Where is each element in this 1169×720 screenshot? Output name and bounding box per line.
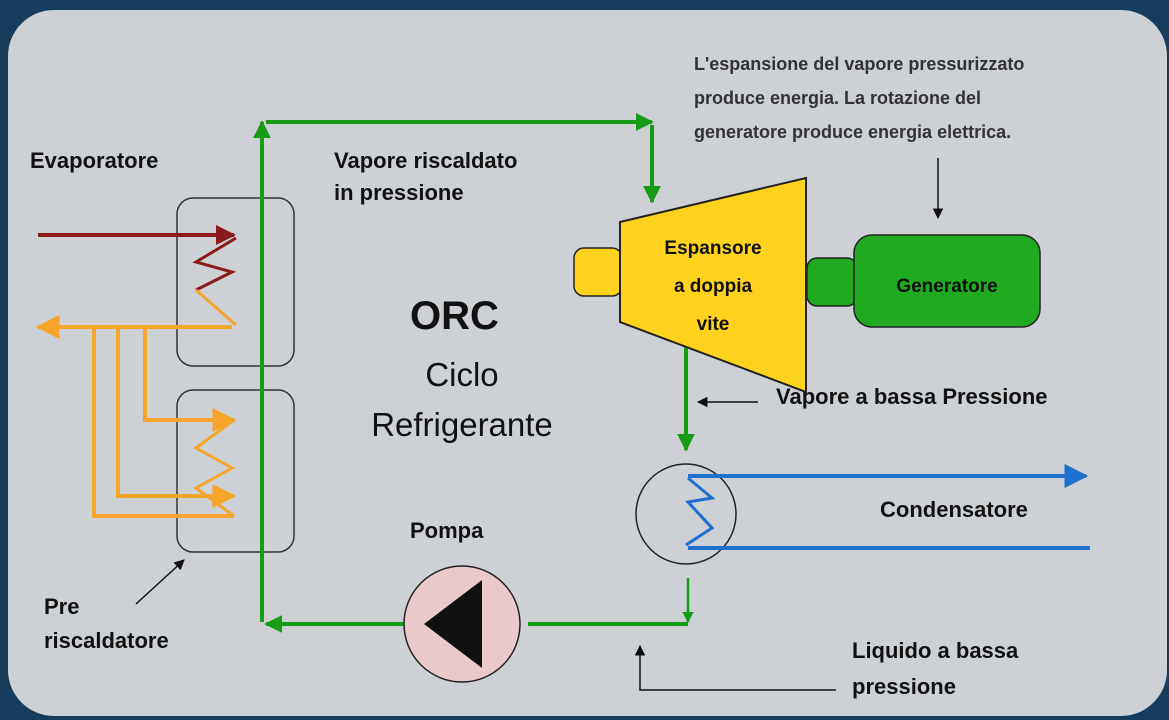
- generator-coupling: [806, 257, 858, 307]
- evaporator-box: [176, 197, 295, 367]
- evaporator-coil-hot: [192, 236, 237, 292]
- generator-body: [853, 234, 1041, 328]
- note-line-1: L'espansione del vapore pressurizzato: [694, 54, 1025, 74]
- preheater-coil: [193, 418, 236, 518]
- expander-label-3: vite: [697, 314, 730, 335]
- generator-label: Generatore: [896, 276, 997, 297]
- evaporator-label: Evaporatore: [30, 148, 159, 173]
- low-pressure-liquid-pointer: [634, 644, 836, 691]
- expander-label-1: Espansore: [664, 238, 761, 259]
- evaporator-coil-return: [195, 288, 237, 327]
- expander-shaft-left: [573, 247, 623, 297]
- preheater-label-1: Pre: [44, 594, 80, 619]
- cycle-label-2: Refrigerante: [371, 406, 553, 443]
- note-line-2: produce energia. La rotazione del: [694, 88, 982, 108]
- note-line-3: generatore produce energia elettrica.: [694, 122, 1012, 142]
- condenser-label: Condensatore: [880, 497, 1028, 522]
- pump-label: Pompa: [410, 518, 484, 543]
- preheater-label-2: riscaldatore: [44, 628, 169, 653]
- expander-label-2: a doppia: [674, 276, 753, 297]
- low-pressure-liquid-label-2: pressione: [852, 674, 956, 699]
- low-pressure-vapor-label: Vapore a bassa Pressione: [776, 384, 1048, 409]
- preheater-box: [176, 389, 295, 553]
- cycle-label-1: Ciclo: [425, 356, 499, 393]
- preheater-feed-lower: [116, 327, 237, 508]
- hot-vapor-label-1: Vapore riscaldato: [334, 148, 518, 173]
- expander-body: [619, 176, 807, 394]
- triangle-left-icon: [424, 580, 482, 668]
- low-pressure-liquid-label-1: Liquido a bassa: [852, 638, 1019, 663]
- condenser-coil: [685, 476, 716, 547]
- orc-title: ORC: [410, 294, 499, 338]
- preheater-feed-upper: [143, 327, 237, 432]
- preheater-bypass: [92, 327, 234, 518]
- condenser-symbol: [635, 463, 737, 565]
- hot-vapor-label-2: in pressione: [334, 180, 464, 205]
- preheater-pointer-arrow: [135, 559, 185, 605]
